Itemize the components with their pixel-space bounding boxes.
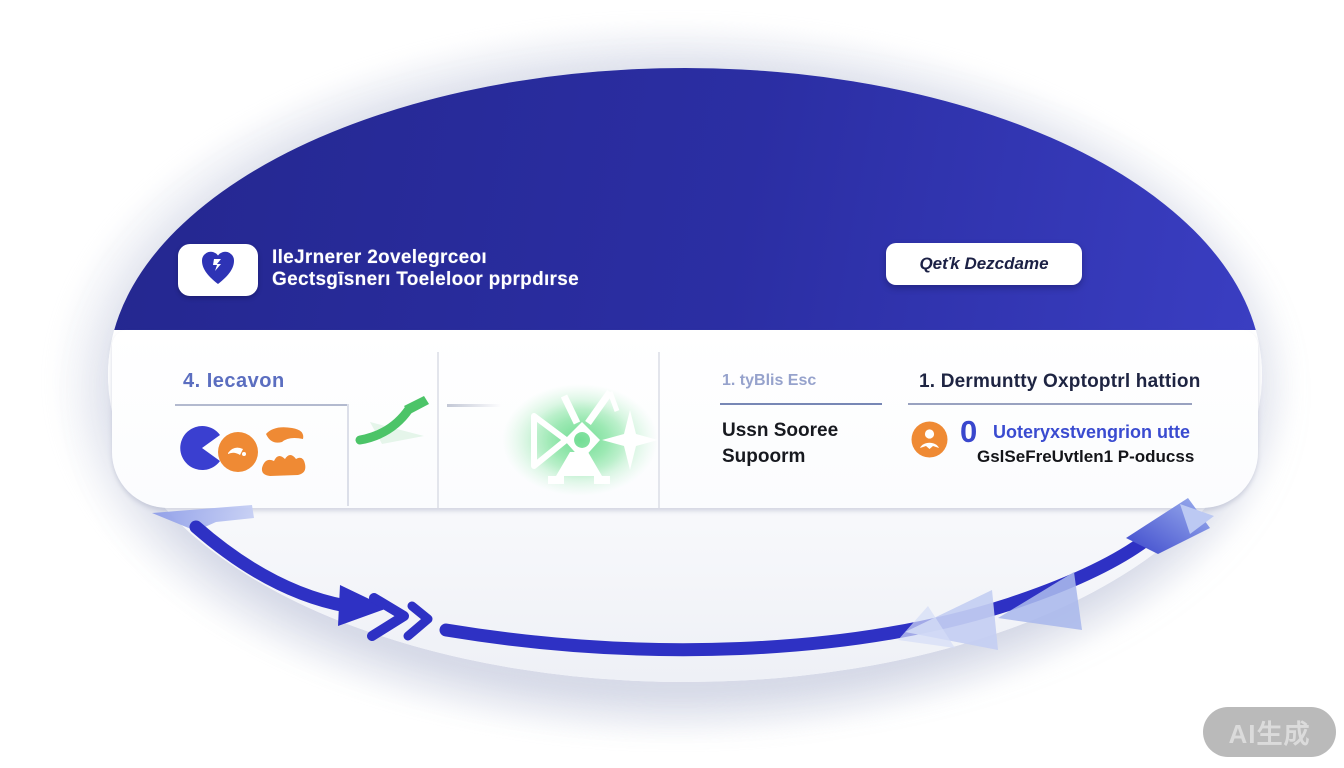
step4-cell-border xyxy=(347,404,349,506)
ai-watermark-label: AI生成 xyxy=(1228,718,1311,749)
wave-blob-icon xyxy=(261,427,306,476)
step1-detail-line2: GslSeFreUvtlen1 P-oducss xyxy=(977,447,1195,466)
placeholder-dash xyxy=(447,404,501,407)
step4-underline xyxy=(175,404,348,406)
pacman-icon xyxy=(180,426,220,470)
step1-list-line2: Supoorm xyxy=(722,446,806,467)
step1-list-underline xyxy=(720,403,882,405)
step1-list-heading: 1. tyBlis Esc xyxy=(722,372,817,389)
cta-button-label: Qeťk Dezcdame xyxy=(919,254,1049,273)
step1-detail-heading: 1. Dermuntty Oxptoptrl hattion xyxy=(919,371,1201,392)
cta-button[interactable]: Qeťk Dezcdame xyxy=(886,243,1082,285)
step1-detail-line1: Uoteryxstvengrion utte xyxy=(993,422,1191,442)
step1-detail-underline xyxy=(908,403,1192,405)
process-card: 4. Iecavon xyxy=(112,330,1258,508)
column-divider-1 xyxy=(437,352,439,508)
heart-pin-icon xyxy=(197,247,239,294)
hero-title: IleJrnerer 2ovelegrceoı Gectsgīsnerı Toe… xyxy=(272,247,579,291)
hero-title-line1: IleJrnerer 2ovelegrceoı xyxy=(272,247,487,268)
coin-glyph-icon xyxy=(218,432,258,472)
step1-list-line1: Ussn Sooree xyxy=(722,420,839,441)
column-divider-2 xyxy=(658,352,660,508)
logo[interactable] xyxy=(178,244,258,296)
disc-top-blue-band xyxy=(108,68,1262,330)
ai-watermark: AI生成 xyxy=(1203,707,1336,757)
hero-title-line2: Gectsgīsnerı Toeleloor pprpdırse xyxy=(272,269,579,290)
zero-badge: 0 xyxy=(960,414,978,449)
step4-heading: 4. Iecavon xyxy=(183,370,285,392)
